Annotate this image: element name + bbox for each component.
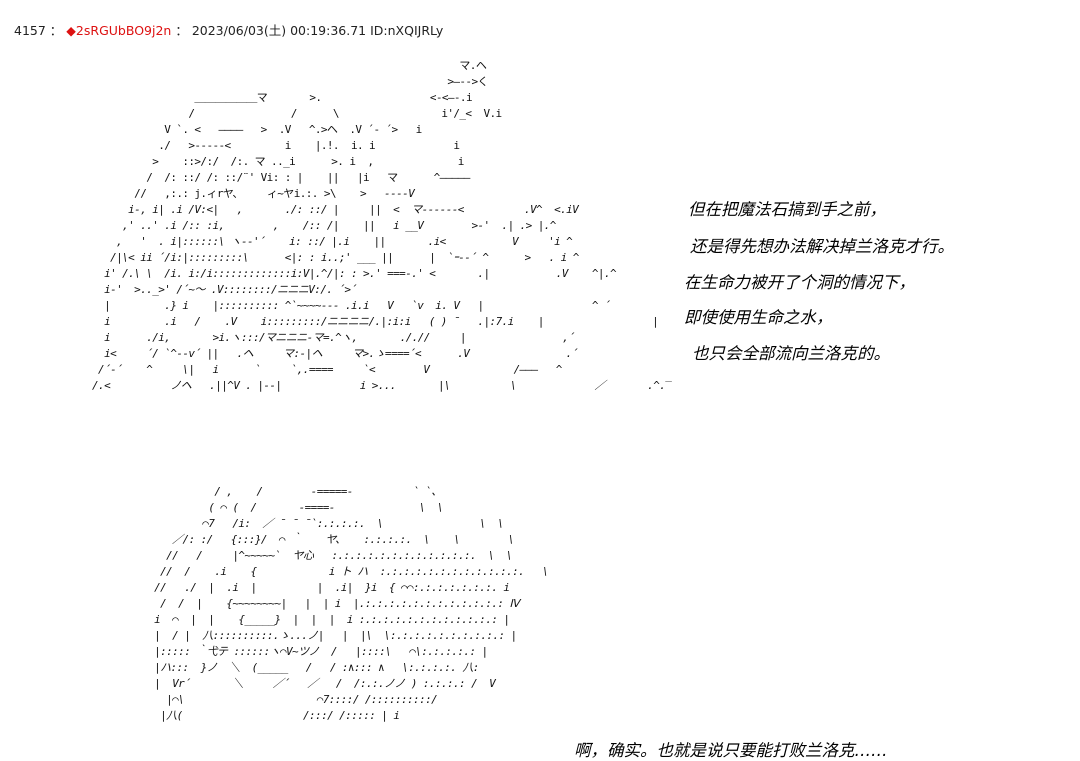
separator: ： <box>49 23 63 38</box>
post-number: 4157 <box>14 23 46 38</box>
dialogue-line-3: 在生命力被开了个洞的情况下， <box>684 273 915 292</box>
dialogue-line-1: 但在把魔法石搞到手之前， <box>688 200 886 219</box>
dialogue-line-2: 还是得先想办法解决掉兰洛克才行。 <box>690 237 954 256</box>
ascii-art-girl: / , / -=====- ` `、 ( ⌒ ( / -====- \ \ ⌒7… <box>154 485 549 722</box>
ascii-art-characters: マ.ヘ >―-->く ＿＿＿＿＿＿マ >. <-<―-.i / / \ i'/_… <box>92 59 672 392</box>
post-datetime: 2023/06/03(土) 00:19:36.71 <box>191 23 367 38</box>
trip-code[interactable]: 2sRGUbBO9j2n <box>75 23 172 38</box>
dialogue-line-4: 即使使用生命之水， <box>684 308 833 327</box>
trip-diamond-icon: ◆ <box>66 23 76 38</box>
separator: ： <box>175 23 188 38</box>
post-header: 4157 ： ◆2sRGUbBO9j2n ： 2023/06/03(土) 00:… <box>14 20 443 39</box>
dialogue-line-5: 也只会全部流向兰洛克的。 <box>692 344 890 363</box>
post-id[interactable]: ID:nXQIJRLy <box>370 23 444 38</box>
dialogue-line-6: 啊，确实。也就是说只要能打败兰洛克…… <box>574 741 888 760</box>
